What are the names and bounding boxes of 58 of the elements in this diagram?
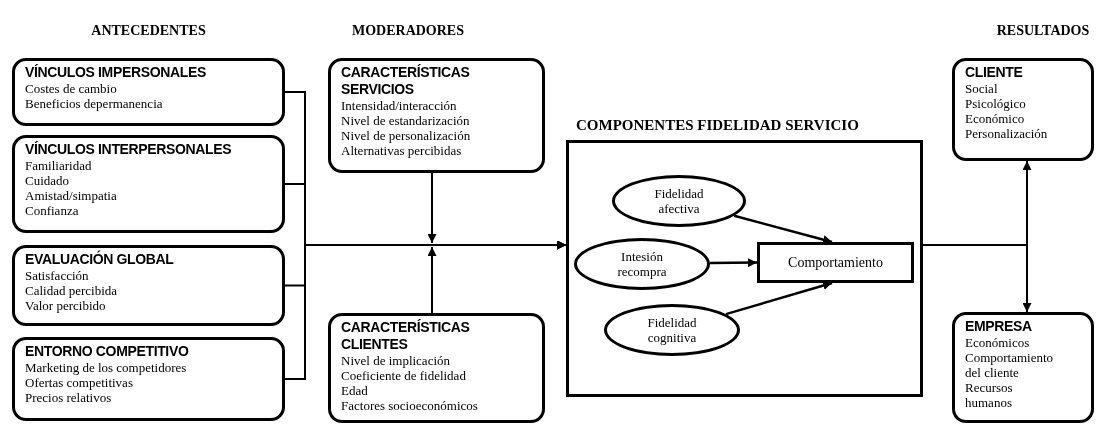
list-item: Nivel de personalización <box>341 128 472 143</box>
list-item: Cuidado <box>25 173 71 188</box>
box-heading: CARACTERÍSTICAS CLIENTES <box>341 319 471 353</box>
box-heading: CLIENTE <box>965 64 1024 81</box>
list-item: Nivel de implicación <box>341 353 452 368</box>
list-item: Psicológico <box>965 96 1027 111</box>
list-item: Económicos <box>965 335 1031 350</box>
list-item: Ofertas competitivas <box>25 375 134 390</box>
rounded-box <box>12 337 285 421</box>
list-item: Valor percibido <box>25 298 107 313</box>
list-item: Familiaridad <box>25 158 93 173</box>
arrow <box>427 246 437 314</box>
box-heading: VÍNCULOS INTERPERSONALES <box>25 141 233 158</box>
rounded-box <box>12 58 285 126</box>
list-item: Edad <box>341 383 369 398</box>
ellipse-node: Intesión recompra <box>574 238 710 290</box>
arrow <box>922 244 1032 313</box>
list-item: Calidad percibida <box>25 283 119 298</box>
list-item: Coeficiente de fidelidad <box>341 368 467 383</box>
process-box: Comportamiento <box>757 242 914 283</box>
box-heading: EVALUACIÓN GLOBAL <box>25 251 175 268</box>
box-heading: ENTORNO COMPETITIVO <box>25 343 190 360</box>
rounded-box <box>952 58 1094 161</box>
list-item: Amistad/simpatia <box>25 188 118 203</box>
rounded-box <box>12 135 285 233</box>
arrow <box>427 172 437 244</box>
list-item: Costes de cambio <box>25 81 118 96</box>
rounded-box <box>328 313 545 423</box>
list-item: Social <box>965 81 999 96</box>
list-item: Satisfacción <box>25 268 90 283</box>
list-item: Factores socioeconómicos <box>341 398 479 413</box>
list-item: Confianza <box>25 203 80 218</box>
list-item: Beneficios depermanencia <box>25 96 164 111</box>
box-heading: VÍNCULOS IMPERSONALES <box>25 64 207 81</box>
column-heading: RESULTADOS <box>995 22 1091 40</box>
list-item: Alternativas percibidas <box>341 143 463 158</box>
rounded-box <box>328 58 545 173</box>
column-heading: ANTECEDENTES <box>90 22 207 40</box>
rounded-box <box>952 312 1094 423</box>
list-item: Precios relativos <box>25 390 113 405</box>
column-heading: MODERADORES <box>351 22 465 40</box>
list-item: Nivel de estandarización <box>341 113 471 128</box>
arrow <box>733 214 833 244</box>
box-heading: CARACTERÍSTICAS SERVICIOS <box>341 64 471 98</box>
frame-heading: COMPONENTES FIDELIDAD SERVICIO <box>576 116 859 134</box>
rounded-box <box>12 245 285 326</box>
arrow <box>725 281 833 316</box>
list-item: Personalización <box>965 126 1049 141</box>
list-item: Intensidad/interacción <box>341 98 458 113</box>
list-item: Comportamiento del cliente <box>965 350 1055 380</box>
arrow <box>284 240 567 380</box>
arrow <box>709 258 757 268</box>
box-heading: EMPRESA <box>965 318 1033 335</box>
ellipse-node: Fidelidad cognitiva <box>604 304 740 356</box>
list-item: Marketing de los competidores <box>25 360 188 375</box>
ellipse-node: Fidelidad afectiva <box>612 175 746 227</box>
list-item: Recursos humanos <box>965 380 1014 410</box>
list-item: Económico <box>965 111 1026 126</box>
